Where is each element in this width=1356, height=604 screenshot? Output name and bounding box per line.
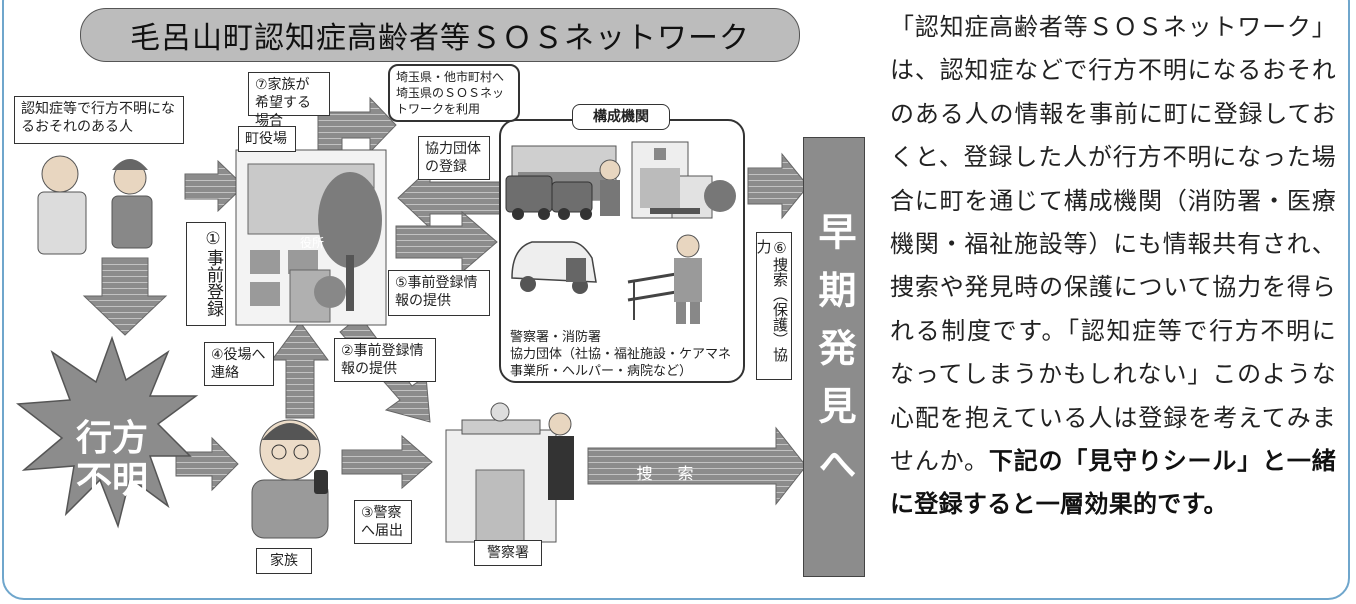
hospital-icon xyxy=(631,141,736,219)
rehab-staff-icon xyxy=(627,234,702,324)
label-step2: ②事前登録情報の提供 xyxy=(334,338,436,382)
arrow-orgs-to-early xyxy=(747,152,809,220)
welfare-van-icon xyxy=(511,241,597,294)
label-step3: ③警察へ届出 xyxy=(354,500,412,544)
label-town-hall: 町役場 xyxy=(238,126,296,153)
label-step5: ⑤事前登録情報の提供 xyxy=(388,270,490,316)
label-step1: ①事前登録 xyxy=(186,222,226,326)
arrow-person-to-townhall xyxy=(184,159,245,213)
label-coop-register: 協力団体の登録 xyxy=(418,136,490,180)
arrow-family-to-townhall xyxy=(271,321,329,419)
description-text: 「認知症高齢者等ＳＯＳネットワーク」は、認知症などで行方不明になるおそれのある人… xyxy=(890,6,1336,527)
label-police: 警察署 xyxy=(474,540,542,567)
arrow-person-down xyxy=(82,257,168,336)
label-search: 捜 索 xyxy=(636,464,704,483)
police-station-icon xyxy=(445,402,574,543)
label-step7: ⑦家族が希望する場合 xyxy=(248,72,330,129)
label-step6: ⑥捜索（保護）協力 xyxy=(755,232,792,380)
label-family: 家族 xyxy=(256,548,312,575)
elderly-couple-icon xyxy=(37,155,153,255)
page-title: 毛呂山町認知症高齢者等ＳＯＳネットワーク xyxy=(80,8,800,62)
description-body: 「認知症高齢者等ＳＯＳネットワーク」は、認知症などで行方不明になるおそれのある人… xyxy=(890,13,1336,476)
label-target-person: 認知症等で行方不明になるおそれのある人 xyxy=(14,96,184,144)
label-step4: ④役場へ連絡 xyxy=(204,342,274,386)
description-emphasis: 下記の「見守りシール」と一緒に登録すると一層効果的です。 xyxy=(890,447,1336,519)
label-early-discovery: 早期発見へ xyxy=(812,212,856,502)
arrow-townhall-to-orgs xyxy=(395,210,498,274)
arrow-townhall-to-saitama xyxy=(317,96,397,157)
label-town-sign: 役所 xyxy=(300,236,325,250)
label-member-orgs-list: 警察署・消防署 協力団体（社協・福祉施設・ケアマネ事業所・ヘルパー・病院など） xyxy=(510,330,732,379)
arrow-police-search xyxy=(587,426,807,506)
arrow-family-to-police xyxy=(341,434,433,490)
fire-station-icon xyxy=(505,145,621,220)
town-hall-building-icon xyxy=(235,149,387,326)
label-missing: 行方不明 xyxy=(75,418,148,501)
label-member-orgs: 構成機関 xyxy=(572,104,670,131)
family-person-icon xyxy=(251,419,329,539)
label-saitama: 埼玉県・他市町村へ埼玉県のＳＯＳネットワークを利用 xyxy=(388,64,520,122)
missing-burst-icon xyxy=(15,335,199,529)
early-discovery-banner: 早期発見へ xyxy=(803,137,865,577)
arrow-missing-to-family xyxy=(175,436,239,492)
